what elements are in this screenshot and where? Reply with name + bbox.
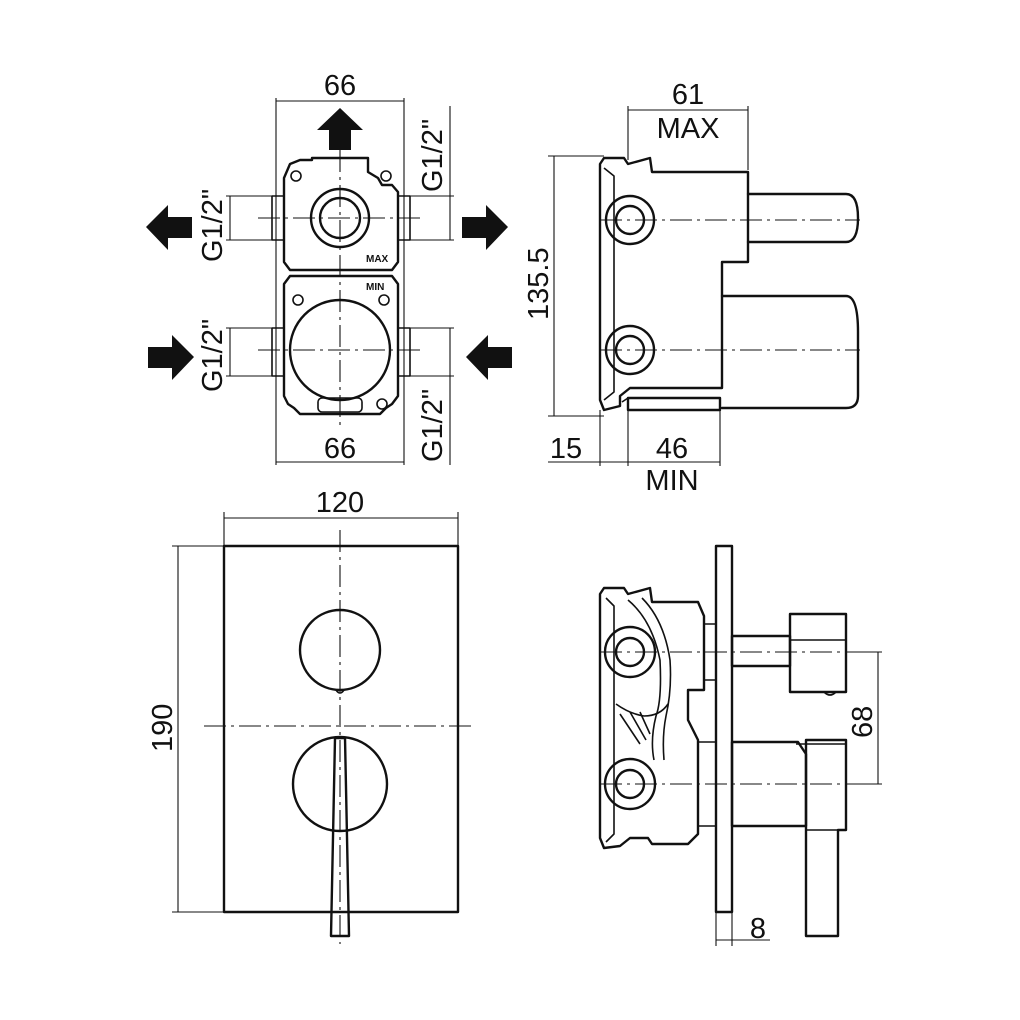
inlet-left-arrow-icon [148, 335, 194, 380]
dim-body-width-bottom: 66 [324, 433, 356, 465]
outlet-left-arrow-icon [146, 205, 192, 250]
inlet-right-arrow-icon [466, 335, 512, 380]
cover-plate-front-view: 120 190 [147, 487, 476, 944]
dim-plate-thickness: 8 [750, 913, 766, 945]
body-front-view: 66 66 MAX MIN [146, 70, 512, 465]
thread-label-top-right: G1/2" [417, 119, 449, 192]
dim-body-height: 135.5 [523, 247, 555, 320]
outlet-up-arrow-icon [317, 108, 363, 150]
body-mark-max: MAX [366, 254, 389, 265]
outlet-right-arrow-icon [462, 205, 508, 250]
dim-body-width-top: 66 [324, 70, 356, 102]
dim-plate-height: 190 [147, 704, 179, 752]
dim-depth-min-label: MIN [645, 465, 698, 497]
dim-plate-width: 120 [316, 487, 364, 519]
thread-label-bottom-right: G1/2" [417, 389, 449, 462]
thread-label-lower-left: G1/2" [197, 319, 229, 392]
dim-outlet-spacing: 68 [847, 706, 879, 738]
dim-depth-max-label: MAX [657, 113, 720, 145]
body-mark-min: MIN [366, 282, 384, 293]
dim-depth-min: 46 [656, 433, 688, 465]
thread-label-upper-left: G1/2" [197, 189, 229, 262]
dim-depth-max: 61 [672, 79, 704, 111]
assembled-side-view: 68 8 [598, 544, 882, 946]
body-side-view: 61 MAX 135.5 15 46 MIN [523, 79, 860, 497]
dim-offset: 15 [550, 433, 582, 465]
